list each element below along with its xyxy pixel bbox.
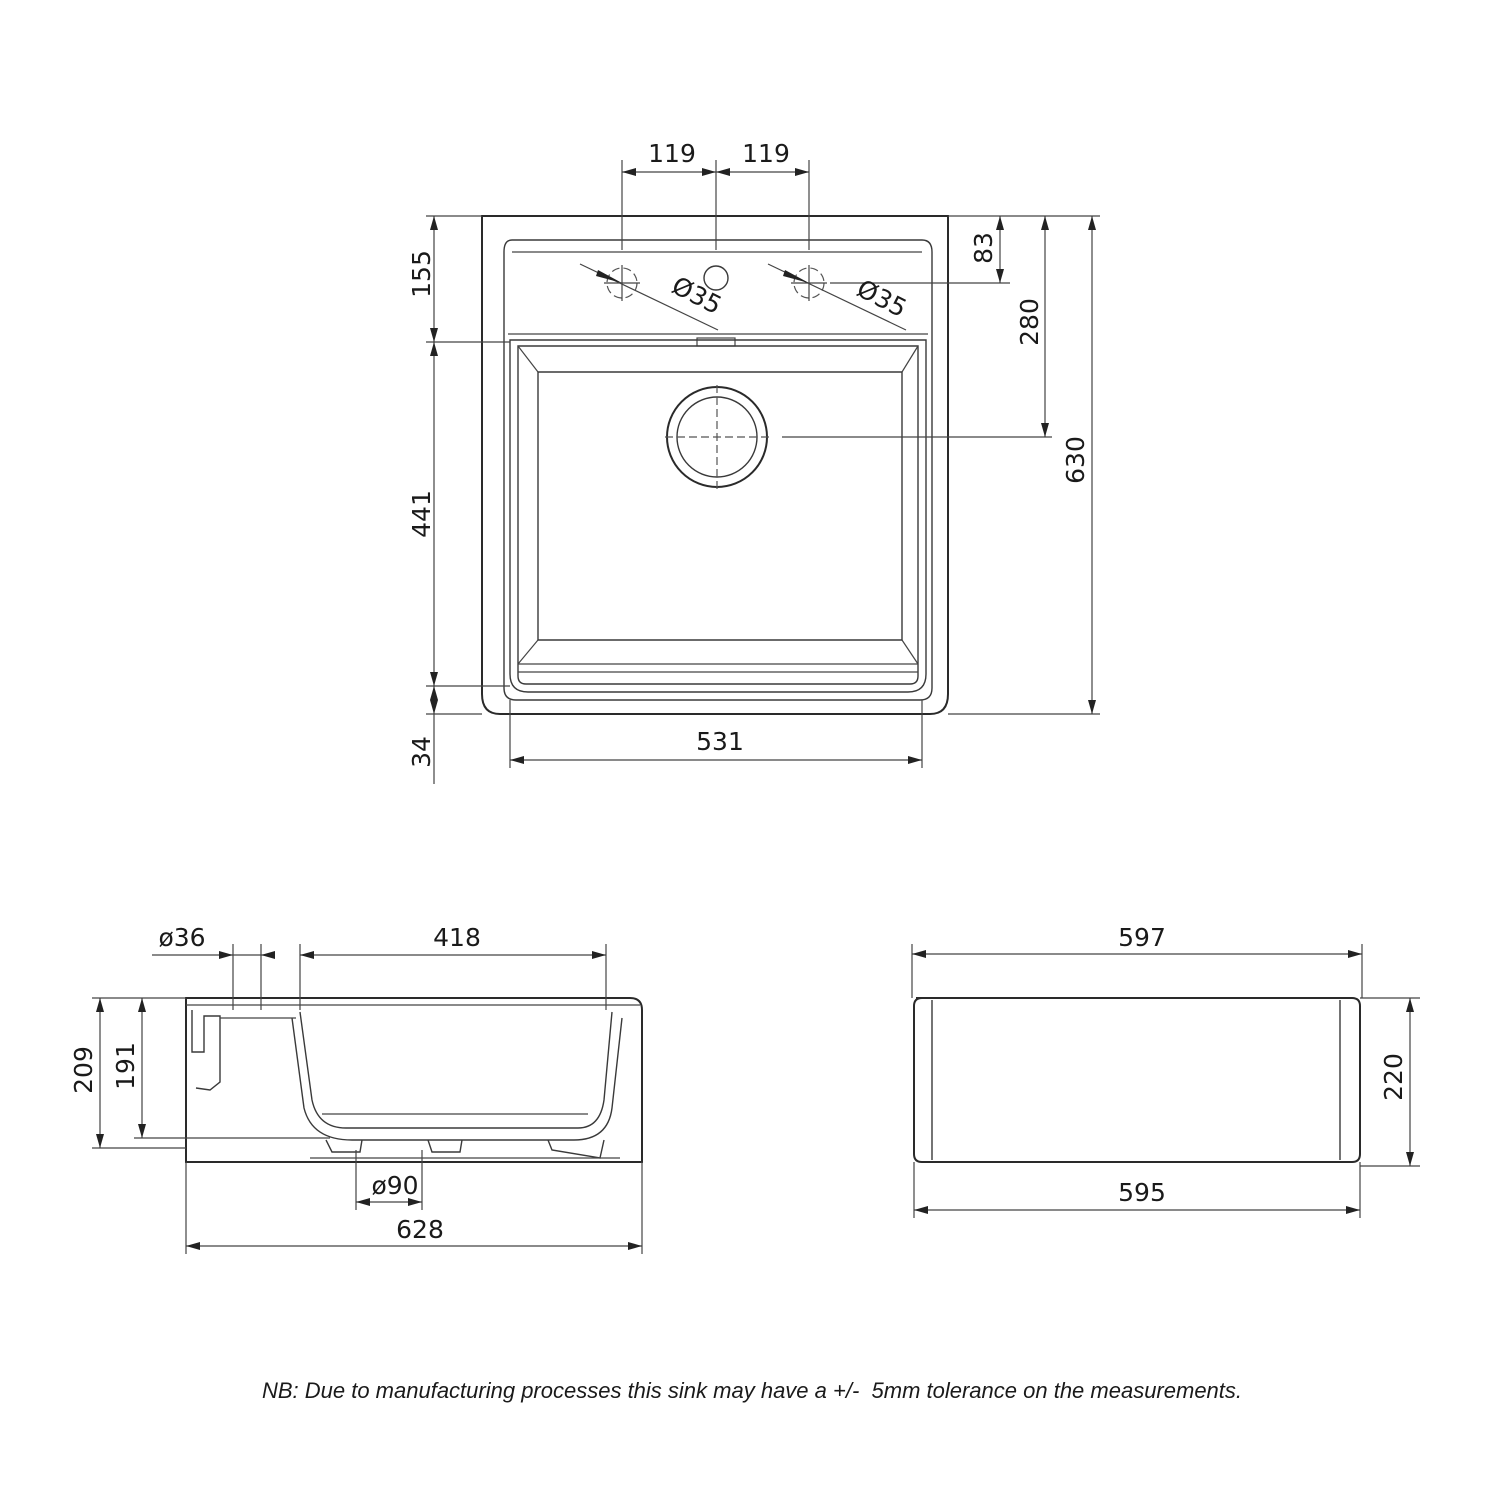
dim-front-top-width: 597 <box>1118 923 1166 952</box>
dim-bowl-width: 531 <box>696 727 744 756</box>
bowl-corner <box>517 639 539 665</box>
dim-tap-spacing-left: 119 <box>648 139 696 168</box>
sink-rim <box>503 239 933 701</box>
overflow-slot <box>696 337 736 347</box>
base-foot <box>547 1139 605 1159</box>
dim-back-ledge: 155 <box>407 250 436 298</box>
dim-bowl-height: 191 <box>111 1042 140 1090</box>
front-outline <box>913 997 1361 1163</box>
tap-hole-center <box>703 265 729 291</box>
sink-outline <box>481 215 949 715</box>
dim-waste-diameter: ø90 <box>371 1171 418 1200</box>
dim-bowl-width-section: 418 <box>433 923 481 952</box>
arrowheads-top <box>430 168 1096 764</box>
bowl-inner-rim <box>517 345 919 685</box>
dim-overall-depth-section: 628 <box>396 1215 444 1244</box>
dim-front-height: 220 <box>1379 1053 1408 1101</box>
arrowheads-section <box>96 951 642 1250</box>
front-view: 597 220 595 <box>911 923 1420 1218</box>
dim-tap-spacing-right: 119 <box>742 139 790 168</box>
section-outline <box>185 997 643 1163</box>
dim-tap-hole-right: Ø35 <box>852 274 911 323</box>
dim-bowl-depth: 441 <box>407 490 436 538</box>
bowl-cavity <box>299 1011 613 1129</box>
waste-fitting <box>325 1139 463 1153</box>
dim-front-lip: 34 <box>407 736 436 768</box>
dim-tap-hole-left: Ø35 <box>667 271 726 320</box>
dim-waste-from-back: 280 <box>1015 298 1044 346</box>
side-section: ø36 418 209 191 ø90 628 <box>69 923 643 1254</box>
bowl-corner <box>517 345 539 373</box>
dim-overall-depth: 630 <box>1061 436 1090 484</box>
arrowheads-front <box>912 950 1414 1214</box>
dim-overflow-diameter: ø36 <box>158 923 205 952</box>
tolerance-note: NB: Due to manufacturing processes this … <box>262 1378 1242 1403</box>
dim-front-bottom-width: 595 <box>1118 1178 1166 1207</box>
bowl-corner <box>901 639 919 665</box>
dim-overall-height: 209 <box>69 1046 98 1094</box>
bowl-corner <box>901 345 919 373</box>
bowl-wall <box>291 1017 623 1141</box>
top-view: 119 119 Ø35 Ø35 155 441 34 83 280 630 53… <box>407 139 1100 784</box>
dim-tap-from-back: 83 <box>969 232 998 264</box>
bowl-floor <box>537 371 903 641</box>
overflow-channel <box>191 1010 221 1091</box>
bowl-outline <box>509 339 927 693</box>
